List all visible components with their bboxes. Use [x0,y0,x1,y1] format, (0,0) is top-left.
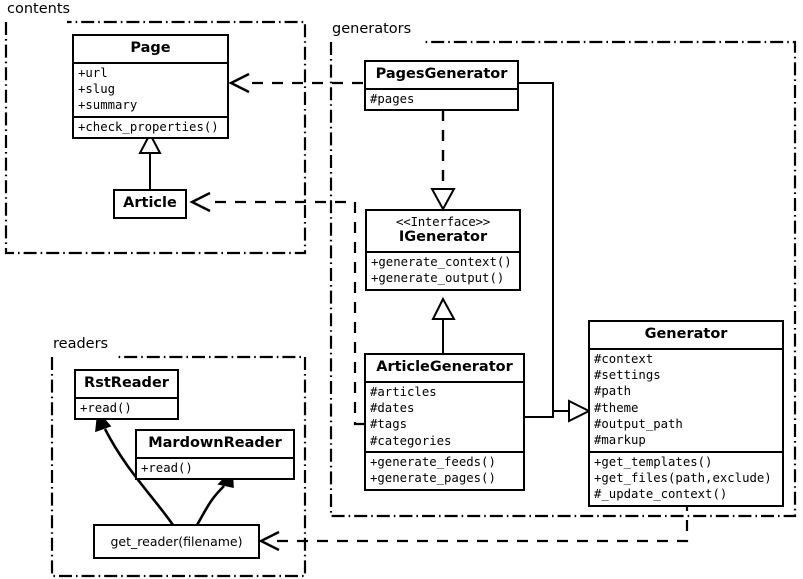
class-box-articlegenerator[interactable]: ArticleGenerator #articles #dates #tags … [364,353,525,491]
package-label-generators: generators [330,21,415,37]
method-item: +generate_context() [371,255,512,270]
attribute-item: #output_path [594,417,683,432]
class-box-rstreader[interactable]: RstReader +read() [74,369,179,421]
class-box-igenerator[interactable]: <<Interface>> IGenerator +generate_conte… [365,209,521,291]
attribute-item: #markup [594,433,646,448]
class-attributes-page: +url +slug +summary [74,61,227,116]
attribute-item: #path [594,384,632,399]
class-methods-mardownreader: +read() [137,456,293,478]
function-box-get-reader[interactable]: get_reader(filename) [93,524,260,559]
relation-articlegenerator-to-igenerator [431,296,456,353]
class-title-page: Page [130,40,171,56]
relation-pagesgenerator-to-generator [519,82,592,423]
method-item: +get_templates() [594,454,713,469]
attribute-item: #context [594,351,654,366]
attribute-item: #articles [370,384,437,399]
method-item: +get_files(path,exclude) [594,471,772,486]
class-title-mardownreader: MardownReader [148,435,282,451]
method-item: +generate_feeds() [370,455,496,470]
attribute-item: +summary [78,98,138,113]
class-box-pagesgenerator[interactable]: PagesGenerator #pages [364,60,519,112]
attribute-item: #categories [370,433,452,448]
class-title-article: Article [123,195,177,211]
relation-pagesgenerator-to-page [228,72,363,94]
package-label-contents: contents [5,1,74,17]
class-title-rstreader: RstReader [84,375,169,391]
relation-pagesgenerator-to-igenerator [430,110,456,212]
attribute-item: #dates [370,401,415,416]
method-item: +generate_pages() [370,471,496,486]
class-attributes-pagesgenerator: #pages [366,87,517,109]
attribute-item: #tags [370,417,408,432]
class-methods-igenerator: +generate_context() +generate_output() [367,251,519,289]
class-box-generator[interactable]: Generator #context #settings #path #them… [588,320,784,507]
class-methods-generator: +get_templates() +get_files(path,exclude… [590,450,782,505]
class-methods-page: +check_properties() [74,115,227,137]
relation-article-to-page [138,131,162,189]
method-item: #_update_context() [594,487,728,502]
relation-generator-to-getreader [258,500,689,552]
attribute-item: +slug [78,82,116,97]
package-label-readers: readers [51,336,112,352]
relation-articlegenerator-to-generator [525,411,554,418]
class-name-igenerator: IGenerator [398,229,488,246]
attribute-item: #settings [594,368,661,383]
function-label-get-reader: get_reader(filename) [110,534,243,549]
class-title-pagesgenerator: PagesGenerator [375,66,508,82]
class-box-mardownreader[interactable]: MardownReader +read() [135,429,295,481]
attribute-item: #theme [594,400,639,415]
class-box-article[interactable]: Article [113,189,187,219]
class-title-articlegenerator: ArticleGenerator [376,359,513,375]
class-methods-rstreader: +read() [76,396,177,418]
class-attributes-generator: #context #settings #path #theme #output_… [590,347,782,451]
class-stereotype-igenerator: <<Interface>> [396,214,490,229]
relation-articlegenerator-to-article [189,191,364,426]
class-box-page[interactable]: Page +url +slug +summary +check_properti… [72,34,229,140]
class-attributes-articlegenerator: #articles #dates #tags #categories [366,380,523,451]
class-methods-articlegenerator: +generate_feeds() +generate_pages() [366,451,523,489]
method-item: +read() [141,460,193,475]
method-item: +check_properties() [78,119,219,134]
class-title-igenerator: <<Interface>> IGenerator [367,211,519,251]
method-item: +read() [80,400,132,415]
attribute-item: #pages [370,91,415,106]
attribute-item: +url [78,65,108,80]
method-item: +generate_output() [371,271,505,286]
class-title-generator: Generator [644,326,728,342]
